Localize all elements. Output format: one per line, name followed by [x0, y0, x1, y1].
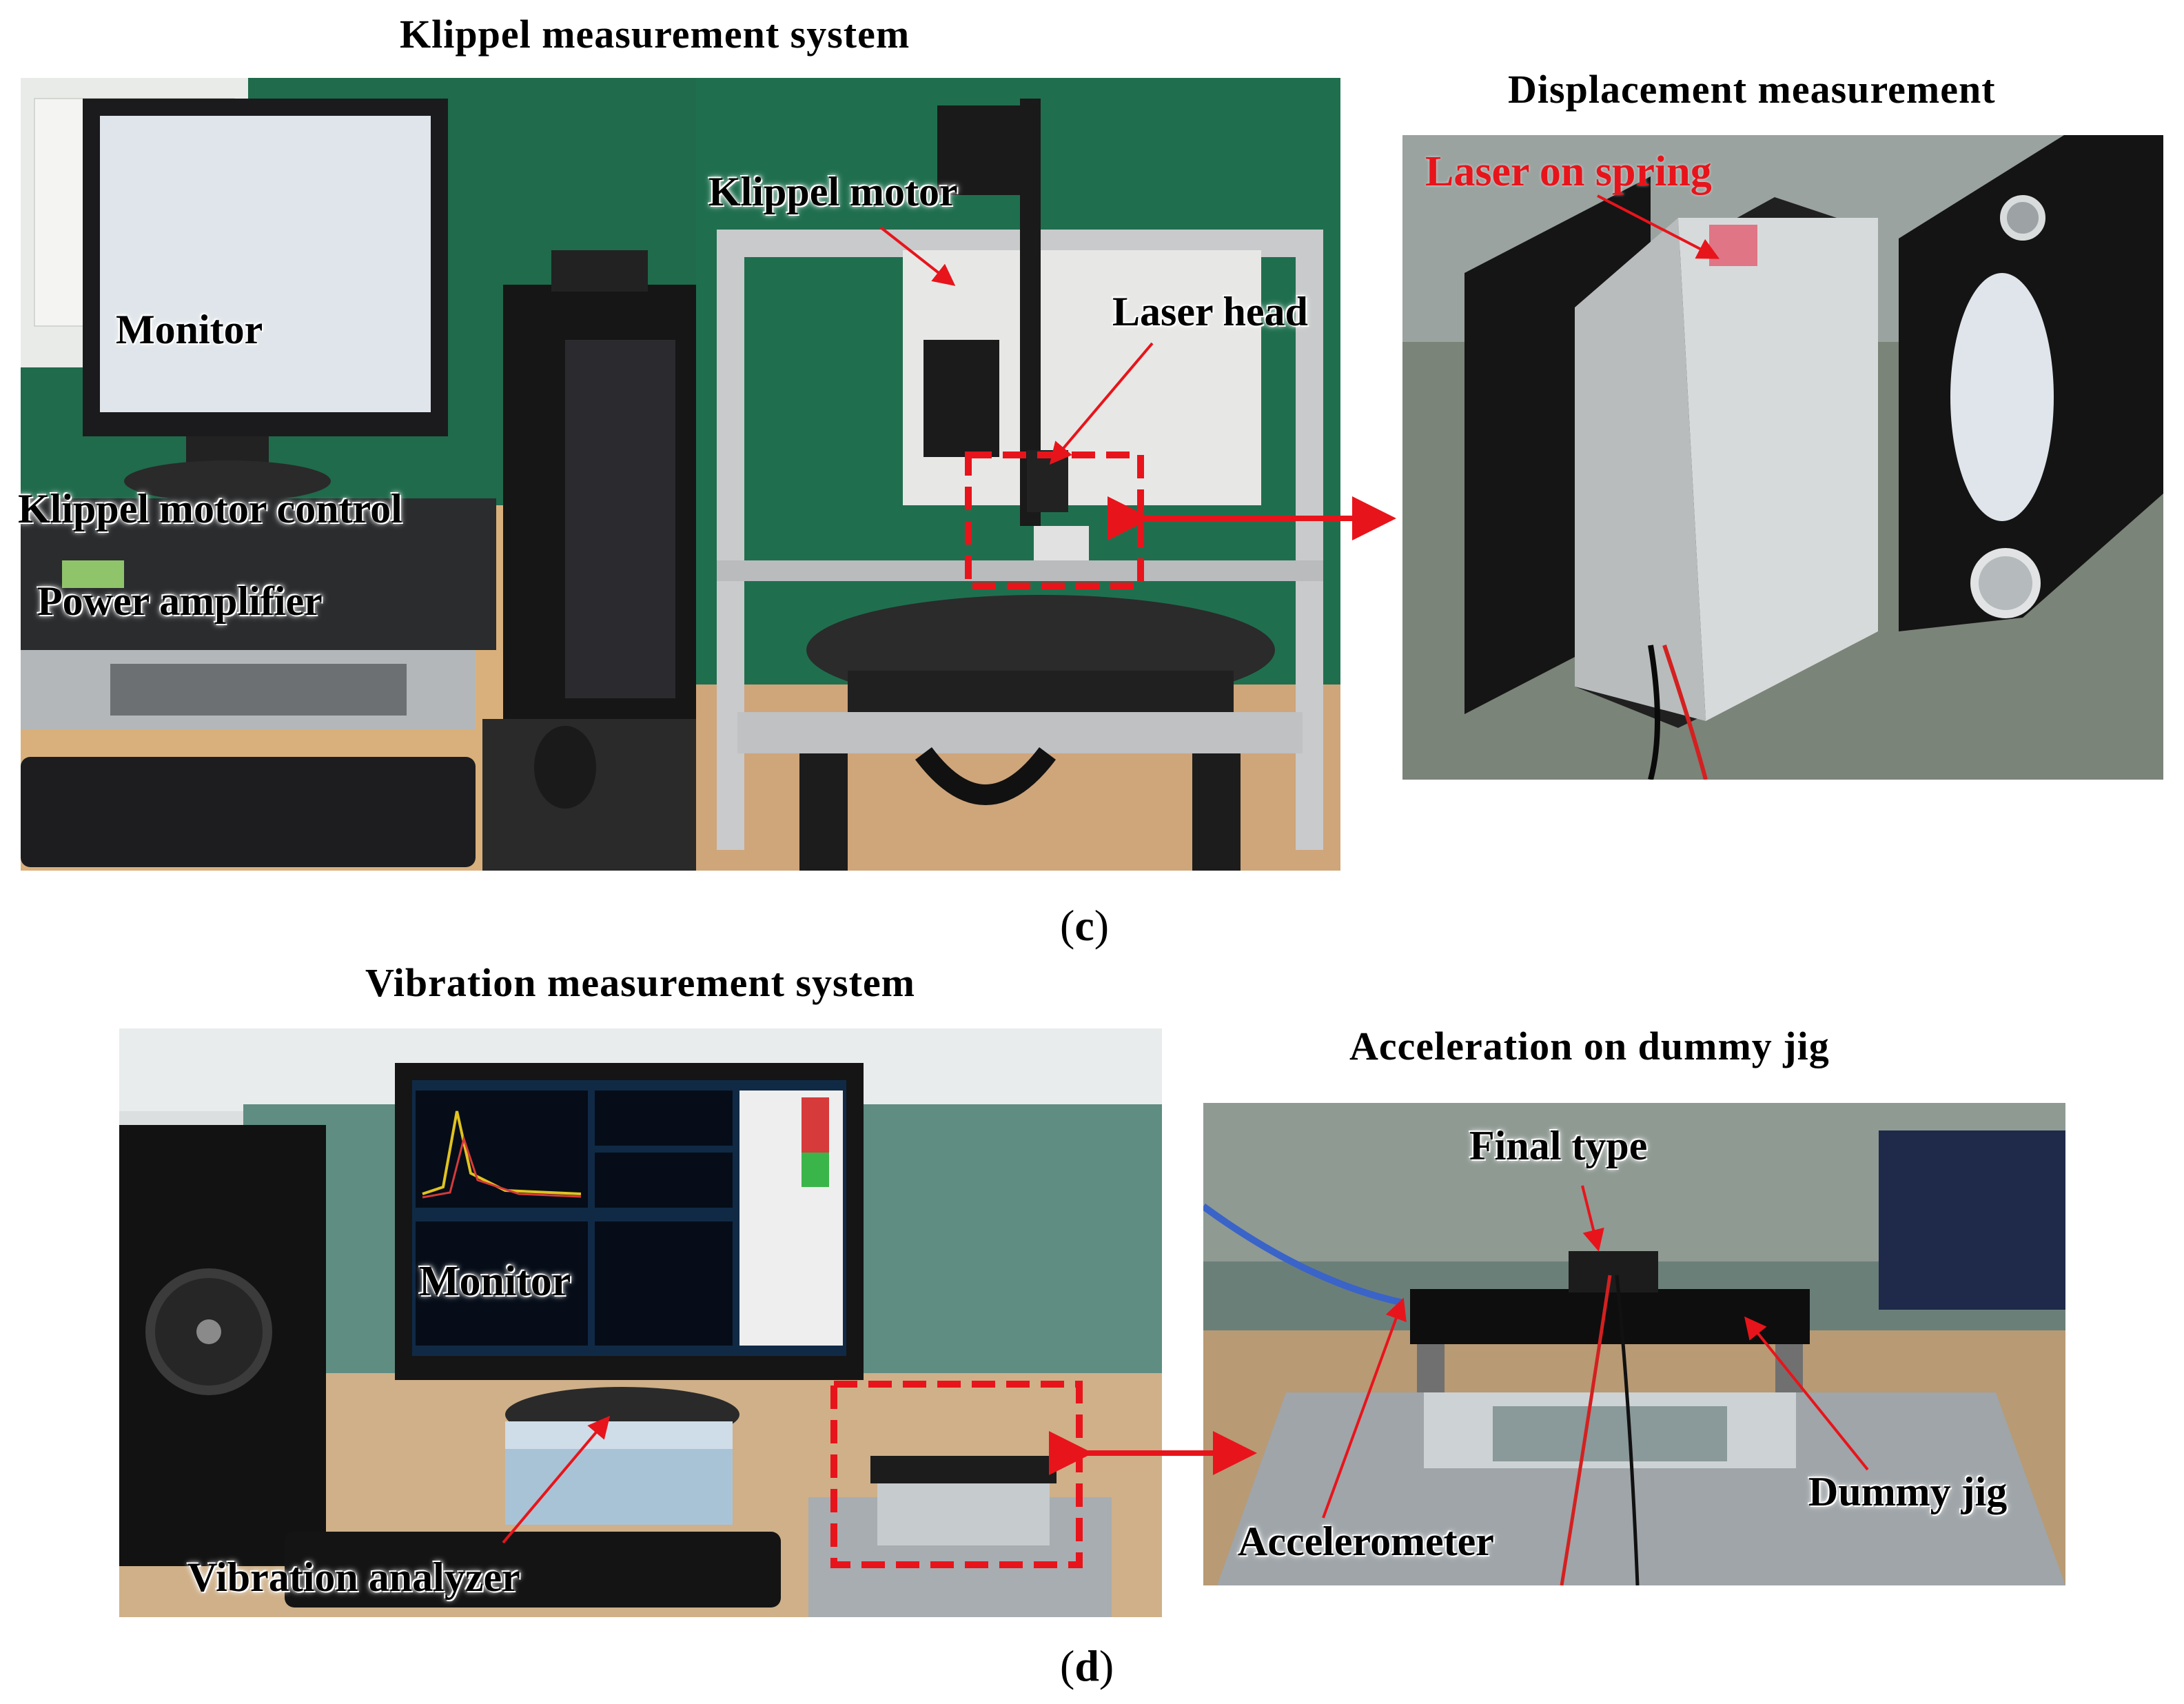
dummy-jig-photo	[1203, 1103, 2065, 1585]
accelerometer-arrow	[1322, 1297, 1407, 1519]
callout-laser-head: Laser head	[1112, 289, 1308, 334]
klippel-motor-arrow	[879, 226, 956, 286]
panel-c-klippel-title: Klippel measurement system	[400, 12, 910, 57]
panel-label-c-letter: c	[1074, 901, 1094, 950]
callout-accelerometer: Accelerometer	[1238, 1519, 1494, 1564]
laser-on-spring-arrow	[1597, 194, 1720, 259]
vibration-desk-photo	[119, 1028, 1162, 1617]
vibration-analyzer-arrow	[502, 1415, 611, 1544]
callout-motor-control: Klippel motor control	[18, 486, 402, 531]
klippel-rig-photo	[696, 78, 1340, 871]
callout-vibration-analyzer: Vibration analyzer	[187, 1554, 520, 1600]
panel-label-d: (d)	[1060, 1641, 1114, 1692]
displacement-closeup-photo	[1402, 135, 2163, 780]
jig-highlight-box	[830, 1381, 1083, 1568]
klippel-rig-illustration	[696, 78, 1340, 871]
callout-power-amplifier: Power amplifier	[37, 578, 323, 624]
panel-label-d-close: )	[1099, 1641, 1114, 1690]
callout-klippel-motor: Klippel motor	[708, 169, 958, 214]
callout-monitor-d: Monitor	[419, 1258, 571, 1305]
panel-d-vibration-title: Vibration measurement system	[365, 960, 916, 1005]
callout-monitor-c: Monitor	[116, 307, 263, 352]
dummy-jig-arrow	[1744, 1316, 1869, 1471]
klippel-desk-photo	[21, 78, 696, 871]
laser-head-highlight-box	[965, 452, 1144, 589]
callout-laser-on-spring: Laser on spring	[1425, 148, 1712, 195]
panel-d-acceleration-title: Acceleration on dummy jig	[1349, 1024, 1830, 1068]
panel-label-c-close: )	[1094, 901, 1110, 950]
panel-c-displacement-title: Displacement measurement	[1508, 67, 1996, 112]
klippel-desk-illustration	[21, 78, 696, 871]
final-type-arrow	[1581, 1185, 1604, 1252]
callout-dummy-jig: Dummy jig	[1808, 1469, 2008, 1514]
panel-label-c: (c)	[1060, 900, 1109, 951]
panel-label-d-letter: d	[1074, 1641, 1099, 1690]
panel-label-d-open: (	[1060, 1641, 1075, 1690]
displacement-closeup-illustration	[1402, 135, 2163, 780]
panel-label-c-open: (	[1060, 901, 1075, 950]
callout-final-type: Final type	[1469, 1123, 1648, 1168]
dummy-jig-illustration	[1203, 1103, 2065, 1585]
laser-head-arrow	[1049, 342, 1154, 465]
vibration-desk-illustration	[119, 1028, 1162, 1617]
